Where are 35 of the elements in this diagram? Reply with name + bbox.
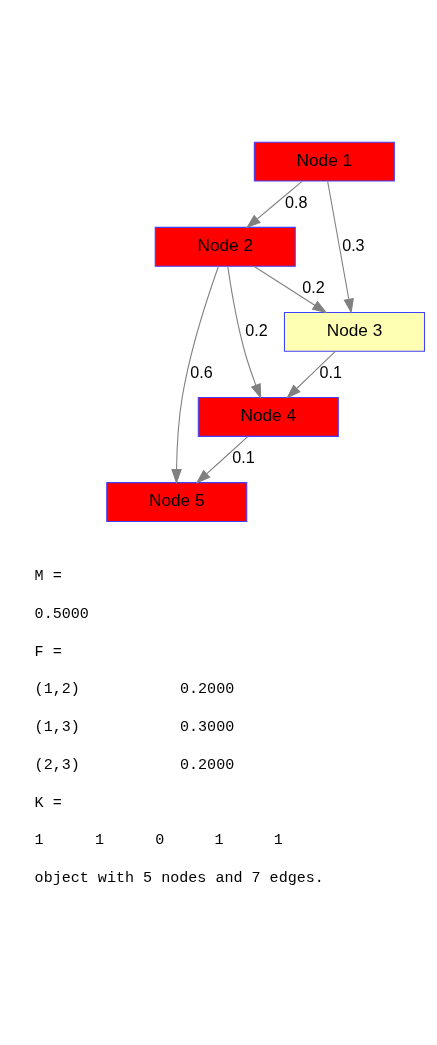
label: 0 xyxy=(155,831,165,850)
arrow xyxy=(327,180,354,314)
label: 0.5000 xyxy=(34,605,89,624)
edge-label: 0.1 xyxy=(319,363,343,382)
edge-label: 0.6 xyxy=(190,363,213,382)
node-box: Node 2 xyxy=(154,226,296,267)
label: 0.2000 xyxy=(180,755,235,774)
arrow xyxy=(253,265,328,314)
label: 1 xyxy=(34,831,44,850)
label: (1,2) xyxy=(34,680,80,699)
edge-label: 0.8 xyxy=(285,193,308,212)
arrow xyxy=(195,435,249,484)
edge-label: 0.2 xyxy=(302,278,325,297)
label: (2,3) xyxy=(34,755,80,774)
label: K = xyxy=(34,793,62,812)
label: 1 xyxy=(273,831,283,850)
label: (1,3) xyxy=(34,718,80,737)
arrow xyxy=(171,265,219,485)
label: F = xyxy=(34,642,62,661)
node-box: Node 1 xyxy=(253,141,395,182)
edge-label: 0.2 xyxy=(245,320,268,339)
node-box: Node 3 xyxy=(283,311,426,352)
edge-label: 0.3 xyxy=(342,235,365,254)
edge-label: 0.1 xyxy=(232,448,255,467)
arrow xyxy=(286,350,336,399)
label: object with 5 nodes and 7 edges. xyxy=(34,868,324,887)
arrow xyxy=(227,265,262,399)
label: 1 xyxy=(94,831,104,850)
label: 0.3000 xyxy=(180,718,235,737)
node-box: Node 4 xyxy=(197,397,339,437)
label: M = xyxy=(34,567,62,586)
arrow xyxy=(245,180,303,229)
label: 0.2000 xyxy=(180,680,235,699)
node-box: Node 5 xyxy=(106,482,248,522)
label: 1 xyxy=(214,831,224,850)
